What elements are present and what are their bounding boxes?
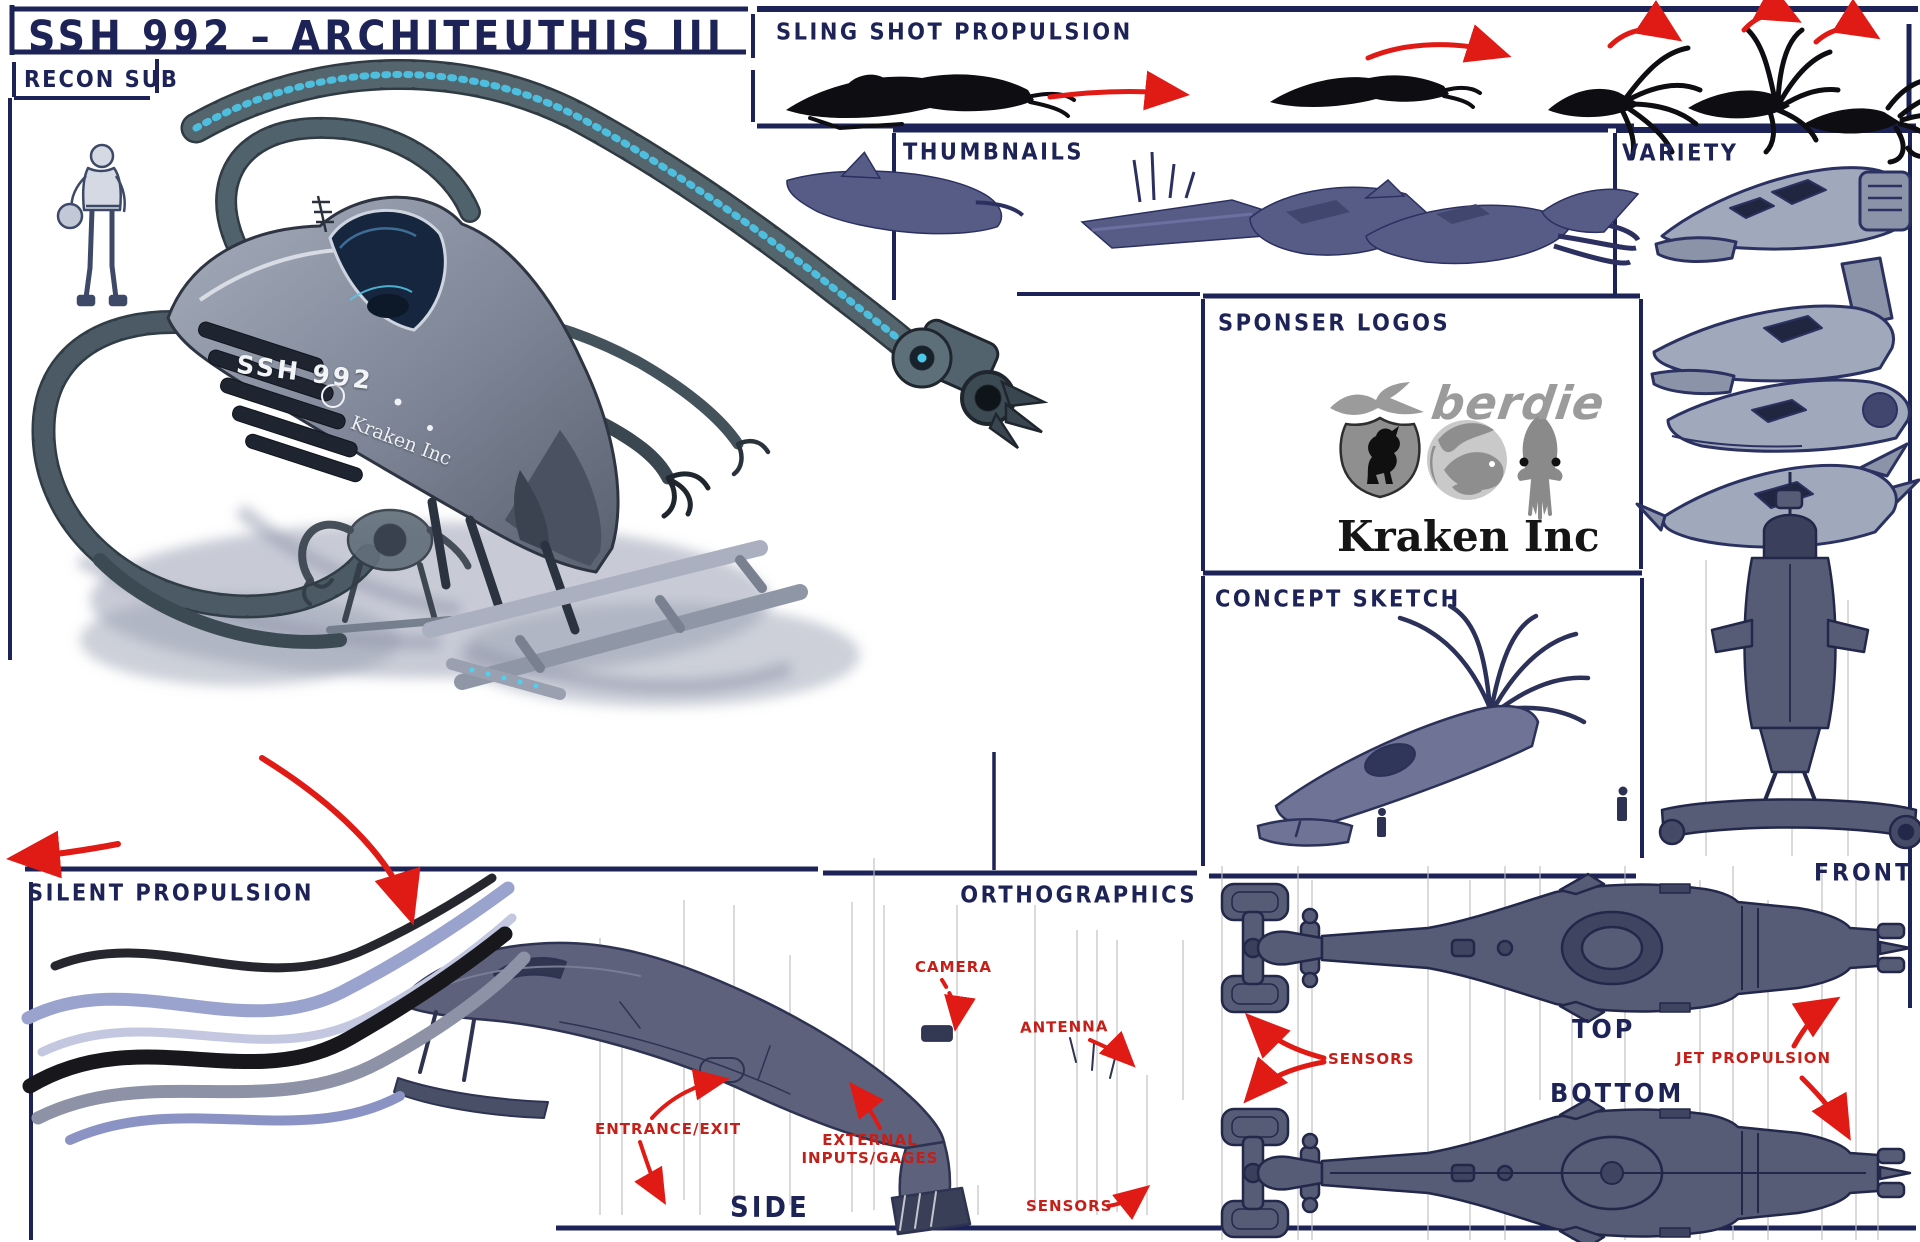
red-arrow bbox=[6, 830, 121, 879]
claw-gripper bbox=[731, 439, 771, 477]
red-arrow bbox=[1047, 70, 1190, 111]
panel-title-concept-sketch: CONCEPT SKETCH bbox=[1215, 586, 1461, 612]
view-label-side: SIDE bbox=[730, 1192, 810, 1225]
red-arrow bbox=[1607, 0, 1683, 49]
red-arrow bbox=[650, 1068, 730, 1120]
red-arrow bbox=[1799, 1075, 1851, 1141]
callout-camera: CAMERA bbox=[915, 958, 992, 976]
sling-ship-3 bbox=[1548, 45, 1703, 161]
red-arrow bbox=[1813, 0, 1881, 45]
view-label-front: FRONT bbox=[1814, 860, 1914, 887]
berdie-brand-text: berdie bbox=[1428, 376, 1609, 430]
kraken-inc-brand-text: Kraken Inc bbox=[1337, 512, 1600, 561]
intake-grille bbox=[198, 321, 363, 483]
ribbon bbox=[65, 1091, 405, 1145]
red-arrow bbox=[1106, 1185, 1151, 1220]
panel-title-orthographics: ORTHOGRAPHICS bbox=[960, 882, 1197, 908]
front-view-drawing bbox=[1658, 472, 1920, 850]
callout-entrance-exit: ENTRANCE/EXIT bbox=[595, 1120, 742, 1138]
red-arrow bbox=[1741, 0, 1802, 33]
annotation-arrows bbox=[6, 0, 1881, 1220]
red-arrow bbox=[259, 755, 421, 926]
sling-ship-2 bbox=[1270, 75, 1482, 109]
cockpit-canopy bbox=[328, 208, 447, 332]
skid-lights bbox=[469, 667, 539, 689]
sling-shot-sequence bbox=[786, 27, 1920, 165]
thumbnail-ship-1 bbox=[786, 151, 1025, 235]
sling-ship-4 bbox=[1688, 27, 1841, 155]
squid-icon bbox=[1517, 414, 1563, 520]
ribbon bbox=[50, 873, 497, 973]
subtitle-badge: RECON SUB bbox=[24, 66, 179, 93]
panel-title-sponsor-logos: SPONSER LOGOS bbox=[1218, 310, 1451, 336]
callout-jet-propulsion: JET PROPULSION bbox=[1676, 1049, 1831, 1067]
thumbnail-ship-5 bbox=[1541, 188, 1640, 234]
propulsion-ribbons bbox=[21, 873, 531, 1145]
red-arrow bbox=[1243, 1056, 1327, 1104]
callout-antenna: ANTENNA bbox=[1019, 1017, 1109, 1037]
globe-orca-icon bbox=[1427, 420, 1507, 500]
sponsor-logo-icons bbox=[1330, 382, 1563, 520]
main-illustration bbox=[31, 58, 1049, 707]
claw-gripper bbox=[661, 471, 711, 519]
scale-figure bbox=[1617, 786, 1628, 821]
bottom-view-drawing bbox=[1220, 1097, 1912, 1242]
tentacle-end-claw bbox=[891, 318, 1049, 450]
callout-sensors-ortho: SENSORS bbox=[1328, 1050, 1415, 1068]
callout-external-line2: INPUTS/GAGES bbox=[801, 1149, 939, 1167]
variety-ships bbox=[1635, 166, 1920, 549]
tentacle-arms bbox=[31, 58, 930, 649]
ribbon bbox=[22, 926, 513, 1094]
red-arrow bbox=[940, 978, 976, 1032]
red-arrow bbox=[849, 1081, 884, 1130]
squid-emblem bbox=[321, 384, 345, 408]
callout-sensors-side: SENSORS bbox=[1026, 1197, 1113, 1215]
callout-external: EXTERNAL INPUTS/GAGES bbox=[790, 1131, 950, 1167]
seagull-icon bbox=[1330, 382, 1424, 415]
red-arrow bbox=[1088, 1030, 1136, 1068]
red-arrow bbox=[1791, 996, 1841, 1049]
ribbon bbox=[21, 881, 515, 1025]
sling-ship-5 bbox=[1804, 79, 1920, 165]
sling-ship-1 bbox=[786, 74, 1076, 131]
pilot-figure bbox=[56, 143, 128, 307]
ribbon bbox=[31, 951, 531, 1125]
callout-external-line1: EXTERNAL bbox=[822, 1131, 918, 1149]
variety-ship-2 bbox=[1650, 256, 1895, 396]
variety-ship-1 bbox=[1654, 166, 1912, 263]
panel-title-thumbnails: THUMBNAILS bbox=[903, 139, 1085, 165]
red-arrow bbox=[1244, 1012, 1327, 1061]
variety-ship-3 bbox=[1666, 378, 1911, 453]
thumbnail-ships bbox=[786, 151, 1641, 266]
panel-title-silent-propulsion: SILENT PROPULSION bbox=[28, 880, 314, 906]
concept-sketch-drawing bbox=[1256, 603, 1628, 847]
panel-title-sling-shot: SLING SHOT PROPULSION bbox=[776, 19, 1133, 45]
antenna-mast bbox=[312, 195, 334, 233]
panel-title-variety: VARIETY bbox=[1622, 140, 1739, 166]
page-title: SSH 992 – ARCHITEUTHIS III bbox=[28, 12, 725, 62]
top-view-drawing bbox=[1220, 872, 1912, 1024]
red-arrow bbox=[1365, 24, 1512, 63]
red-arrow bbox=[634, 1140, 666, 1205]
hull bbox=[166, 195, 808, 700]
scale-figure bbox=[1377, 808, 1386, 837]
view-label-bottom: BOTTOM bbox=[1550, 1078, 1685, 1109]
view-label-top: TOP bbox=[1572, 1014, 1636, 1045]
thumbnail-ship-2 bbox=[1080, 151, 1271, 249]
shield-horse-icon bbox=[1339, 416, 1421, 499]
thumbnail-ship-4 bbox=[1365, 204, 1641, 266]
rear-view-sketch bbox=[298, 508, 472, 634]
